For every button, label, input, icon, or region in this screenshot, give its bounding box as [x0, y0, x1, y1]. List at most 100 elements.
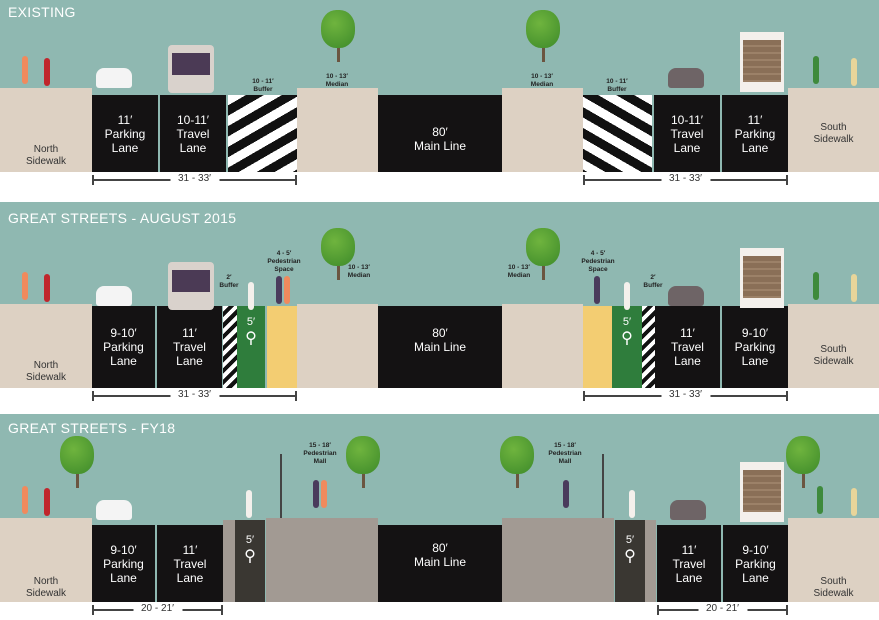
parking-lane-north: 9-10′Parking Lane — [92, 525, 155, 602]
travel-lane-north: 10-11′Travel Lane — [160, 95, 226, 172]
curb-south — [645, 520, 656, 602]
tree-icon — [526, 228, 560, 280]
median-note-north: 10 - 13′ Median — [347, 264, 371, 279]
label: Main Line — [413, 555, 467, 569]
median-note-south: 10 - 13′ Median — [507, 264, 531, 279]
bike-symbol-icon: ⚲ — [624, 548, 636, 565]
car-icon — [668, 286, 704, 306]
parking-lane-north: 9-10′Parking Lane — [92, 306, 155, 388]
bike-lane-south: 5′⚲ — [612, 306, 642, 388]
bike-lane-north: 5′⚲ — [237, 306, 265, 388]
tree-canopy — [321, 10, 355, 48]
label: North Sidewalk — [25, 360, 67, 383]
truck-icon — [740, 248, 784, 308]
tree-trunk — [337, 40, 340, 62]
label: 20 - 21′ — [132, 603, 183, 614]
tree-canopy — [500, 436, 534, 474]
panel-existing: EXISTING North Sidewalk 11′Parking Lane … — [0, 0, 879, 172]
label: 31 - 33′ — [169, 173, 220, 184]
label: Parking Lane — [104, 126, 146, 155]
pedestrian-icon — [313, 480, 319, 508]
panel-title: EXISTING — [8, 4, 76, 20]
label: Parking Lane — [734, 126, 776, 155]
travel-lane-south: 11′Travel Lane — [655, 306, 720, 388]
truck-icon — [740, 32, 784, 92]
width: 80′ — [432, 125, 448, 139]
bike-symbol-icon: ⚲ — [245, 330, 257, 347]
pedestrian-icon — [284, 276, 290, 304]
tree-canopy — [321, 228, 355, 266]
width: 11′ — [182, 542, 198, 557]
car-icon — [96, 500, 132, 520]
south-sidewalk: South Sidewalk — [788, 518, 879, 602]
main-line: 80′Main Line — [378, 525, 502, 602]
label: Parking Lane — [735, 556, 776, 585]
bike-lane-south: 5′⚲ — [615, 520, 645, 602]
cyclist-icon — [624, 282, 630, 310]
tree-icon — [500, 436, 534, 488]
width: 10-11′ — [176, 112, 210, 127]
label: Travel Lane — [671, 340, 704, 368]
south-sidewalk: South Sidewalk — [788, 88, 879, 172]
curb-north — [223, 520, 235, 602]
pedestrian-icon — [44, 274, 50, 302]
dimension-right: 31 - 33′ — [583, 173, 788, 185]
width: 5′ — [622, 316, 632, 328]
tree-icon — [60, 436, 94, 488]
pedestrian-icon — [22, 486, 28, 514]
label: Main Line — [413, 139, 467, 153]
width: 9-10′ — [110, 326, 137, 340]
label: Parking Lane — [103, 340, 144, 368]
label: South Sidewalk — [813, 122, 854, 145]
pedestrian-icon — [594, 276, 600, 304]
pedestrian-icon — [563, 480, 569, 508]
pedestrian-icon — [276, 276, 282, 304]
bike-lane-north: 5′⚲ — [235, 520, 265, 602]
dimension-left: 31 - 33′ — [92, 173, 297, 185]
width: 9-10′ — [741, 326, 769, 340]
width: 9-10′ — [742, 542, 769, 557]
tree-icon — [786, 436, 820, 488]
width: 5′ — [245, 534, 255, 546]
pedestrian-icon — [813, 272, 819, 300]
tree-canopy — [526, 228, 560, 266]
buffer-north — [228, 95, 297, 172]
panel-fy18: GREAT STREETS - FY18 North Sidewalk 9-10… — [0, 414, 879, 602]
north-sidewalk: North Sidewalk — [0, 304, 92, 388]
south-sidewalk: South Sidewalk — [788, 304, 879, 388]
width: 11′ — [680, 326, 695, 340]
label: 20 - 21′ — [697, 603, 748, 614]
width: 80′ — [432, 541, 448, 555]
median-note-south: 10 - 13′ Median — [530, 73, 554, 88]
tree-trunk — [362, 466, 365, 488]
label: 31 - 33′ — [169, 389, 220, 400]
street-lamp-icon — [602, 454, 604, 518]
north-sidewalk: North Sidewalk — [0, 88, 92, 172]
main-line: 80′Main Line — [378, 95, 502, 172]
width: 80′ — [432, 326, 448, 340]
north-sidewalk: North Sidewalk — [0, 518, 92, 602]
travel-lane-north: 11′Travel Lane — [157, 525, 223, 602]
label: Travel Lane — [176, 126, 210, 155]
car-icon — [96, 68, 132, 88]
tree-canopy — [526, 10, 560, 48]
bus-icon — [168, 262, 214, 310]
width: 11′ — [117, 112, 133, 127]
parking-lane-south: 11′Parking Lane — [722, 95, 788, 172]
pedestrian-icon — [817, 486, 823, 514]
dimension-right: 20 - 21′ — [657, 603, 788, 615]
tree-icon — [526, 10, 560, 62]
buffer-north — [223, 306, 237, 388]
width: 9-10′ — [110, 542, 137, 557]
buffer-south — [583, 95, 652, 172]
median-note-north: 10 - 13′ Median — [325, 73, 349, 88]
tree-trunk — [516, 466, 519, 488]
pedestrian-icon — [851, 274, 857, 302]
dimension-left: 20 - 21′ — [92, 603, 223, 615]
tree-icon — [321, 10, 355, 62]
pedestrian-icon — [851, 58, 857, 86]
median-south — [502, 304, 583, 388]
travel-lane-north: 11′Travel Lane — [157, 306, 222, 388]
label: South Sidewalk — [813, 344, 854, 367]
buffer-note-south: 10 - 11′ Buffer — [606, 78, 628, 93]
